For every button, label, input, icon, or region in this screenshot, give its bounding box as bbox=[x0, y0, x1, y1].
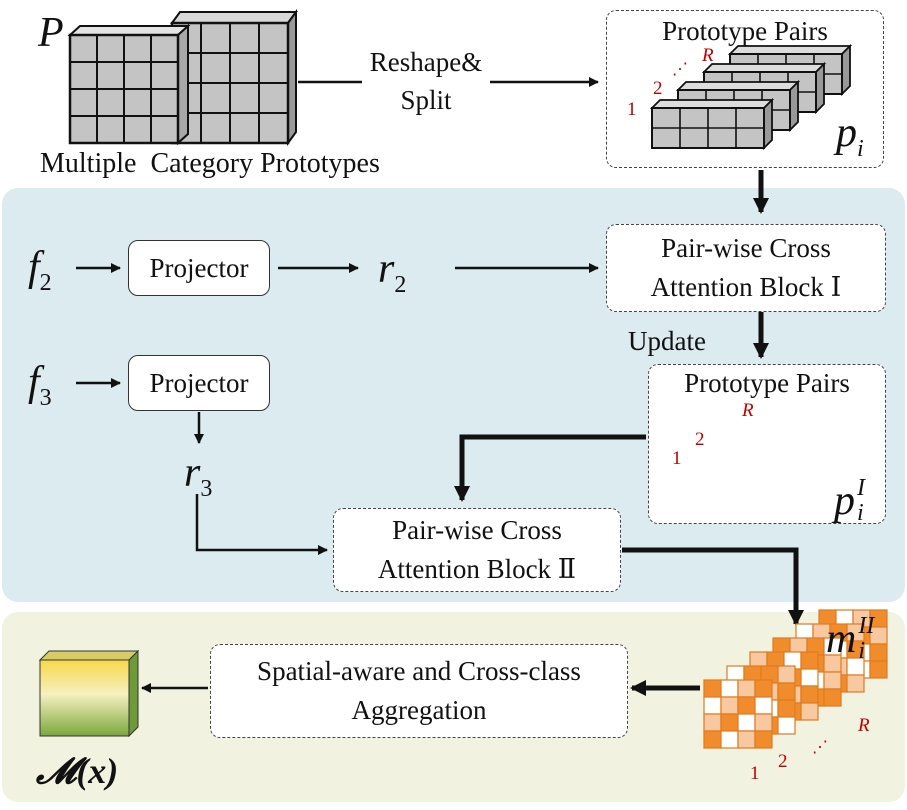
output-map-cube bbox=[38, 649, 140, 738]
projector-label-2: Projector bbox=[149, 367, 249, 398]
updated-pair-index-1: 1 bbox=[672, 448, 682, 469]
prototype-pairs-updated-title: Prototype Pairs bbox=[684, 368, 850, 398]
pair-index-1: 1 bbox=[627, 99, 637, 120]
prototype-matrix bbox=[703, 679, 773, 749]
feature-r2: r2 bbox=[378, 246, 407, 298]
prototype-pairs-title: Prototype Pairs bbox=[662, 16, 828, 46]
prototypes-symbol-P: P bbox=[38, 10, 64, 56]
cross-attention-block-1: Pair-wise Cross Attention Block Ⅰ bbox=[606, 224, 886, 312]
aggregation-block: Spatial-aware and Cross-class Aggregatio… bbox=[210, 644, 628, 738]
matrix-index-2: 2 bbox=[778, 751, 788, 772]
reshape-split-label: Reshape& Split bbox=[369, 47, 483, 115]
projector-box-1: Projector bbox=[128, 240, 270, 296]
pairs-symbol-p-i: pi bbox=[836, 110, 864, 162]
projector-box-2: Projector bbox=[128, 355, 270, 411]
matrix-ellipsis: ⋰ bbox=[812, 739, 828, 756]
svg-text:⋰: ⋰ bbox=[672, 61, 688, 78]
category-prototypes-cube-front bbox=[67, 23, 191, 146]
prototype-pairs-gray-stack: ⋰ bbox=[649, 43, 853, 151]
matrix-index-1: 1 bbox=[750, 763, 760, 784]
projector-label-1: Projector bbox=[149, 252, 249, 283]
matrix-index-R: R bbox=[858, 715, 870, 736]
category-prototypes-cube-back bbox=[170, 8, 298, 147]
category-prototypes-caption: Multiple Category Prototypes bbox=[40, 148, 380, 179]
output-map-label: 𝓜(x) bbox=[36, 751, 119, 791]
feature-r3: r3 bbox=[184, 450, 213, 502]
feature-f3: f3 bbox=[28, 359, 52, 411]
prototype-matrices-stack bbox=[703, 609, 888, 749]
cross-attention-block-2: Pair-wise Cross Attention Block Ⅱ bbox=[333, 508, 621, 592]
feature-f2: f2 bbox=[28, 244, 52, 296]
pair-index-2: 2 bbox=[653, 78, 663, 99]
updated-pair-index-2: 2 bbox=[695, 429, 705, 450]
updated-pair-index-R: R bbox=[742, 400, 754, 421]
prototype-pairs-updated-box: Prototype Pairs bbox=[648, 364, 886, 524]
update-label: Update bbox=[628, 326, 706, 356]
prototype-pairs-box: Prototype Pairs bbox=[606, 10, 884, 168]
pair-index-R: R bbox=[702, 45, 714, 66]
